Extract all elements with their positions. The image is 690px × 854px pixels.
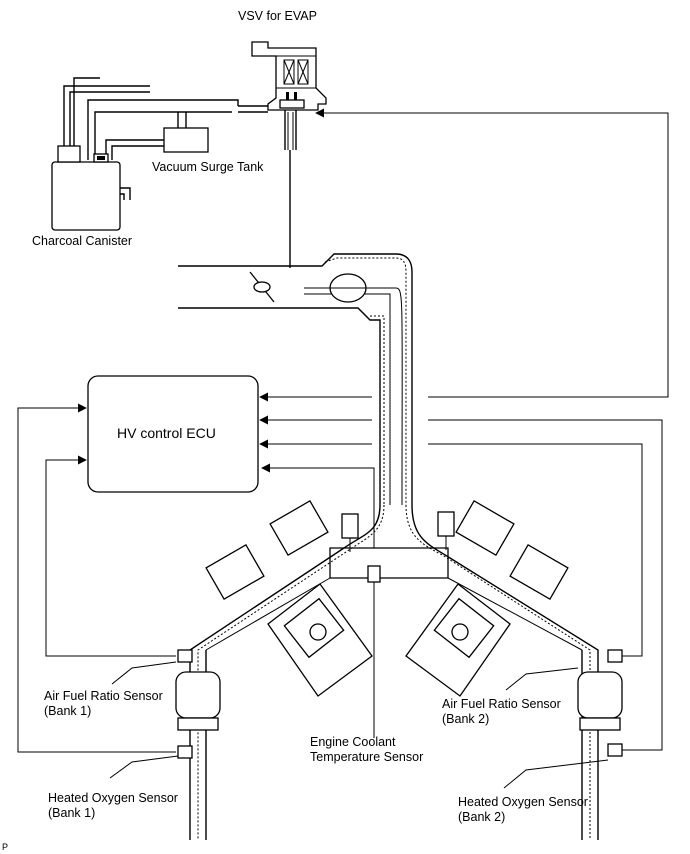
af-sensor-bank1 [175, 649, 221, 731]
af-sensor-bank2 [577, 649, 623, 731]
vsv-valve [251, 41, 327, 150]
canister-label: Charcoal Canister [32, 234, 132, 248]
intake-manifold [178, 253, 413, 506]
ho2-sensor-bank1-label: Heated Oxygen Sensor (Bank 1) [48, 791, 181, 820]
ecu-input-lines [17, 108, 669, 753]
vacuum-surge-tank [105, 112, 209, 160]
ho2-sensor-bank2-label: Heated Oxygen Sensor (Bank 2) [458, 795, 591, 824]
label-leaders [109, 582, 609, 789]
hv-control-ecu [87, 375, 259, 493]
af-sensor-bank2-label: Air Fuel Ratio Sensor (Bank 2) [442, 697, 564, 726]
engine-block [189, 500, 599, 840]
af-sensor-bank1-label: Air Fuel Ratio Sensor (Bank 1) [44, 689, 166, 718]
corner-code: P [2, 842, 8, 852]
coolant-sensor-label: Engine Coolant Temperature Sensor [310, 735, 423, 764]
ho2-sensor-bank1 [177, 745, 193, 759]
charcoal-canister [51, 77, 150, 231]
vsv-label: VSV for EVAP [238, 9, 317, 23]
vacuum-tank-label: Vacuum Surge Tank [152, 160, 264, 174]
ecu-label: HV control ECU [117, 425, 216, 441]
ho2-sensor-bank2 [607, 743, 623, 757]
